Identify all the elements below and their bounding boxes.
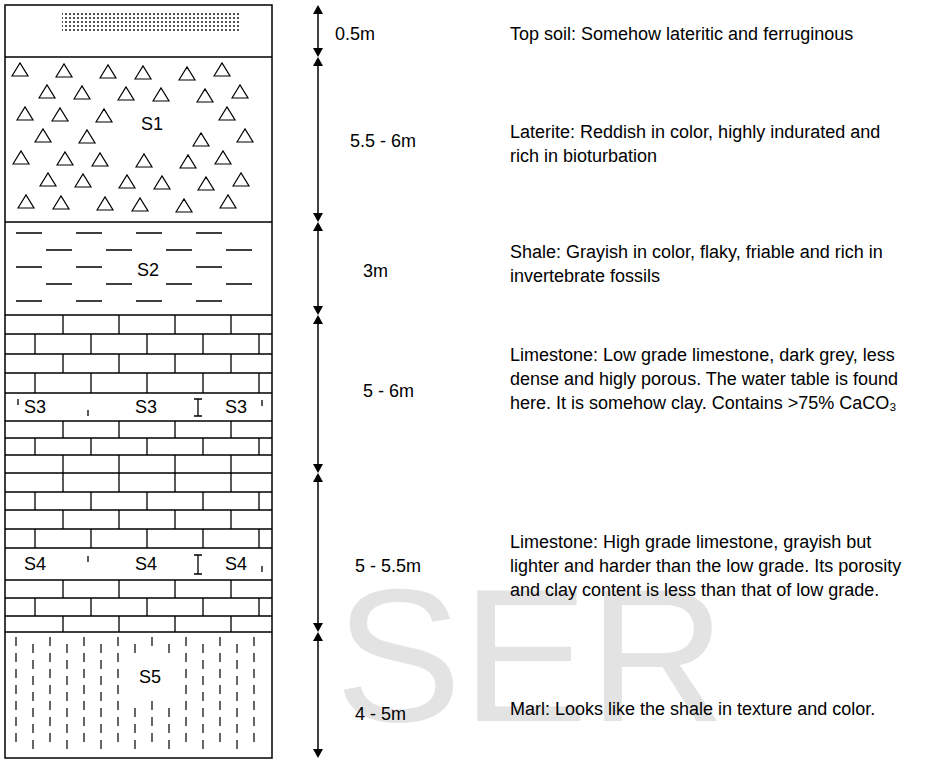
high-grade-limestone-pattern [5,473,272,632]
thickness-label: 0.5m [335,22,375,46]
laterite-pattern [12,63,253,212]
layer-description: Top soil: Somehow lateritic and ferrugin… [510,22,910,46]
arrow-head [313,749,323,758]
thickness-label: 5 - 6m [363,379,414,403]
layer-code: S2 [135,259,161,281]
arrow-head [313,632,323,641]
layer-code: S3 [22,396,48,418]
layer-code: S5 [137,666,163,688]
thickness-line [317,479,319,626]
topsoil-hatch [62,13,240,31]
thickness-line [317,638,319,752]
arrow-head [313,306,323,315]
marl-pattern [16,637,254,749]
arrow-head [313,48,323,57]
arrow-head [313,315,323,324]
layer-code: S3 [133,396,159,418]
thickness-line [317,321,319,467]
layer-description: Limestone: Low grade limestone, dark gre… [510,343,910,415]
layer-band: S3 S3 S3 [5,315,272,473]
arrow-head [313,473,323,482]
layer-code: S4 [223,553,249,575]
layer-code: S4 [22,553,48,575]
thickness-line [317,11,319,51]
thickness-label: 5.5 - 6m [350,129,416,153]
thickness-line [317,63,319,216]
layer-code: S3 [223,396,249,418]
layer-description: Limestone: High grade limestone, grayish… [510,530,910,602]
thickness-label: 5 - 5.5m [355,554,421,578]
arrow-head [313,464,323,473]
layer-description: Laterite: Reddish in color, highly indur… [510,120,910,168]
layer-boundary [5,57,272,632]
thickness-line [317,228,319,309]
arrow-head [313,222,323,231]
arrow-head [313,623,323,632]
arrow-head [313,5,323,14]
arrow-head [313,57,323,66]
layer-code: S1 [139,113,165,135]
layer-description: Shale: Grayish in color, flaky, friable … [510,240,910,288]
arrow-head [313,213,323,222]
layer-code: S4 [133,553,159,575]
layer-description: Marl: Looks like the shale in texture an… [510,697,910,721]
layer-band: S1 [5,57,272,222]
thickness-label: 4 - 5m [355,702,406,726]
layer-band: S4 S4 S4 [5,473,272,632]
column-outline [5,5,272,758]
thickness-label: 3m [363,259,388,283]
shale-pattern [16,233,252,301]
layer-band: S2 [5,222,272,315]
layer-band: S5 [5,632,272,758]
low-grade-limestone-pattern [5,315,272,473]
